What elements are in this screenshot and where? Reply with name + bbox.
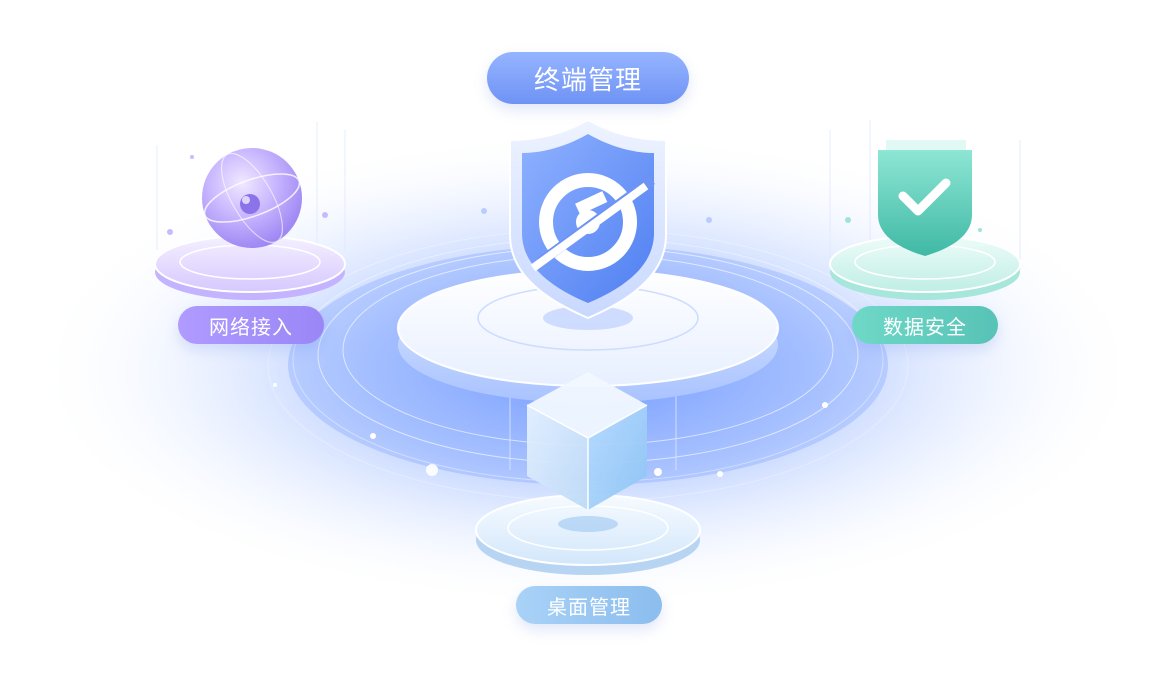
cube-icon — [526, 372, 648, 510]
shield-gear-icon — [509, 118, 667, 320]
shield-check-icon — [878, 140, 972, 256]
label-terminal-management: 终端管理 — [487, 52, 689, 104]
bottom-platform — [475, 494, 701, 575]
label-desktop-management: 桌面管理 — [516, 586, 662, 624]
right-platform — [829, 235, 1021, 300]
globe-orbit-icon — [202, 148, 302, 248]
label-network-access: 网络接入 — [178, 306, 324, 344]
left-platform — [154, 235, 346, 300]
center-platform — [397, 269, 779, 403]
sparkle-dots — [167, 155, 982, 477]
light-lines — [156, 120, 1021, 470]
label-data-security: 数据安全 — [852, 306, 998, 344]
